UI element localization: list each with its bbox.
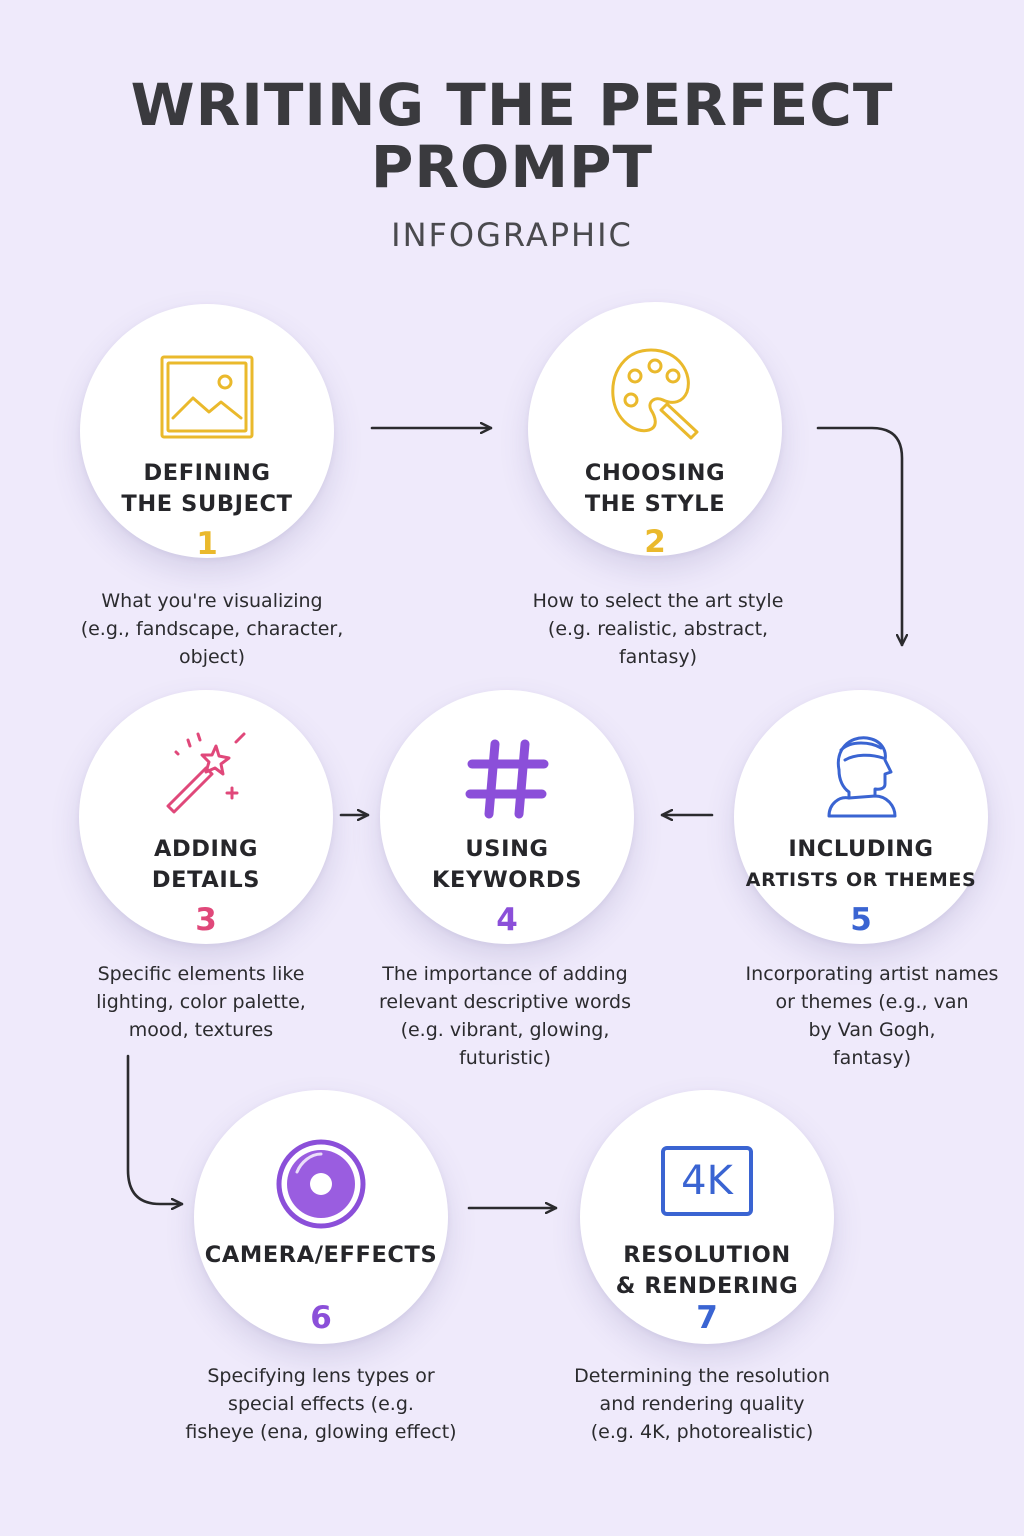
camera-lens-icon <box>276 1139 366 1229</box>
step-title: CHOOSING THE STYLE <box>584 460 726 517</box>
4k-icon: 4K <box>661 1146 753 1216</box>
step-title: ADDING DETAILS <box>151 836 261 893</box>
step-6-description: Specifying lens types or special effects… <box>185 1365 457 1443</box>
step-6-circle: CAMERA/EFFECTS 6 <box>194 1090 448 1344</box>
step-1-circle: DEFINING THE SUBJECT 1 <box>80 304 334 562</box>
page-subtitle: INFOGRAPHIC <box>391 216 633 254</box>
step-7-description: Determining the resolution and rendering… <box>574 1365 830 1443</box>
hashtag-icon <box>465 739 549 819</box>
step-number: 4 <box>496 902 518 938</box>
bust-statue-icon <box>827 736 897 818</box>
page-title: WRITING THE PERFECT PROMPT <box>130 71 894 201</box>
step-3-circle: ADDING DETAILS 3 <box>79 690 333 944</box>
step-number: 1 <box>196 526 218 562</box>
step-title: INCLUDING ARTISTS OR THEMES <box>745 836 977 891</box>
palette-icon <box>611 348 699 440</box>
arrow-2-to-5 <box>816 426 902 647</box>
step-5-circle: INCLUDING ARTISTS OR THEMES 5 <box>734 690 988 944</box>
step-title: USING KEYWORDS <box>431 836 583 893</box>
step-7-circle: 4K RESOLUTION & RENDERING 7 <box>580 1090 834 1344</box>
step-2-circle: CHOOSING THE STYLE 2 <box>528 302 782 560</box>
step-number: 3 <box>195 902 217 938</box>
step-3-description: Specific elements like lighting, color p… <box>96 963 306 1041</box>
step-title: RESOLUTION & RENDERING <box>615 1242 799 1299</box>
step-number: 5 <box>850 902 872 938</box>
step-number: 6 <box>310 1300 332 1336</box>
step-1-description: What you're visualizing (e.g., fandscape… <box>80 590 344 668</box>
arrow-3-to-6 <box>126 1054 184 1204</box>
step-number: 2 <box>644 524 666 560</box>
step-title: DEFINING THE SUBJECT <box>121 460 293 517</box>
step-4-description: The importance of adding relevant descri… <box>378 963 632 1069</box>
step-2-description: How to select the art style (e.g. realis… <box>532 590 784 668</box>
step-4-circle: USING KEYWORDS 4 <box>380 690 634 944</box>
step-number: 7 <box>696 1300 718 1336</box>
step-5-description: Incorporating artist names or themes (e.… <box>745 963 999 1069</box>
step-title: CAMERA/EFFECTS <box>204 1242 438 1268</box>
image-icon <box>160 355 254 439</box>
magic-wand-icon <box>166 732 246 814</box>
